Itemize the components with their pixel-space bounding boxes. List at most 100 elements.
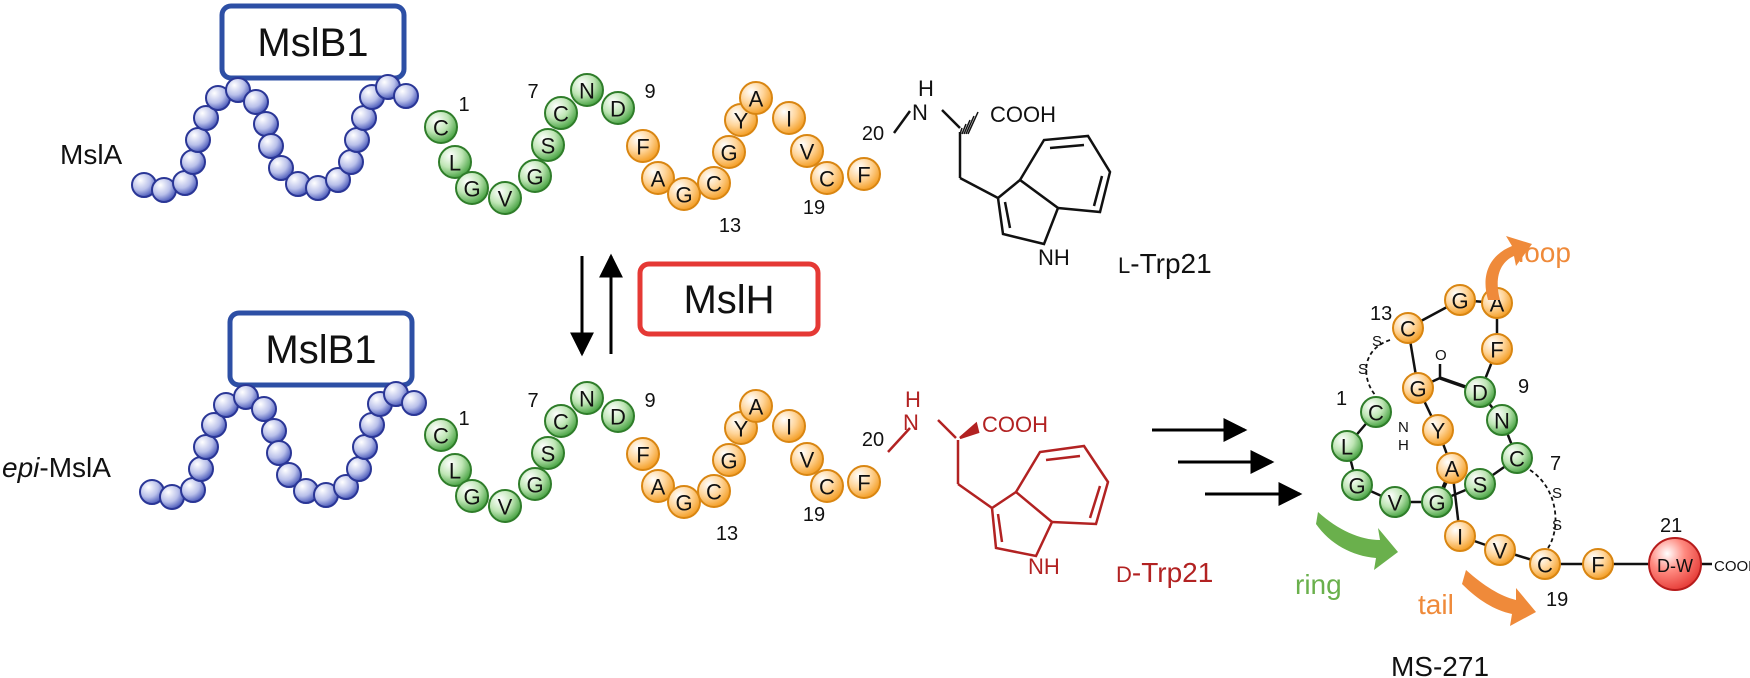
ms271-residue-5-letter: G [1428, 491, 1445, 516]
leader-top-bead-11 [258, 133, 284, 159]
core-top-residue-6: S [531, 128, 565, 162]
ms271-residue-13: C [1392, 312, 1424, 344]
core-top-residue-6-letter: S [541, 134, 556, 159]
core-top-residue-2: L [438, 145, 472, 179]
ms271-residue-18: V [1484, 534, 1516, 566]
core-bottom-residue-16: A [739, 389, 773, 423]
ms271-residue-16-letter: A [1445, 457, 1460, 482]
leader-top-bead-15 [325, 167, 351, 193]
mslb1-top-box: MslB1 [219, 3, 407, 81]
core-bottom-residue-20: F [847, 465, 881, 499]
ms271-residue-12: G [1444, 284, 1476, 316]
leader-bottom-bead-11 [266, 440, 292, 466]
core-bottom-residue-18-letter: V [800, 448, 815, 473]
num-7-top: 7 [527, 81, 538, 103]
core-bottom-residue-1-letter: C [433, 424, 449, 449]
core-bottom-residue-10: F [626, 437, 660, 471]
core-bottom-residue-17-letter: I [786, 415, 792, 440]
leader-bottom-bead-17 [352, 434, 378, 460]
ms271-residue-6: S [1464, 468, 1496, 500]
core-top-residue-20: F [847, 157, 881, 191]
ms271-num-19: 19 [1546, 589, 1568, 611]
l-trp-n-label: N [912, 100, 928, 125]
core-top-residue-13: C [697, 166, 731, 200]
ms271-residue-8-letter: N [1494, 409, 1510, 434]
loop-arrow [1485, 236, 1532, 300]
core-bottom-residue-19: C [810, 469, 844, 503]
epi-msla-label: epi-MslA [2, 452, 111, 483]
leader-top-bead-10 [253, 111, 279, 137]
ms271-residue-19: C [1529, 548, 1561, 580]
core-bottom-residue-4: V [488, 489, 522, 523]
ms271-s3: S [1552, 485, 1562, 502]
core-bottom-residue-15-letter: Y [734, 417, 749, 442]
core-top-residue-7-letter: C [553, 102, 569, 127]
ms271-residue-18-letter: V [1493, 539, 1508, 564]
num-1-top: 1 [458, 94, 469, 116]
ms271-num-7: 7 [1550, 453, 1561, 475]
core-top-residue-3-letter: G [463, 177, 480, 202]
ms271-residue-3: G [1341, 469, 1373, 501]
core-top-residue-2-letter: L [449, 151, 461, 176]
core-top-residue-14: G [712, 135, 746, 169]
ms271-residue-4-letter: V [1388, 491, 1403, 516]
leader-bottom-bead-10 [261, 418, 287, 444]
num-1-bottom: 1 [458, 408, 469, 430]
ms271-residue-17: I [1444, 520, 1476, 552]
ms271-n: N [1398, 419, 1409, 436]
core-top-residue-18: V [790, 134, 824, 168]
ms271-residue-9-letter: D [1472, 381, 1488, 406]
leader-top-bead-8 [225, 77, 251, 103]
mslb1-bottom-box: MslB1 [227, 310, 415, 388]
leader-bottom-bead-8 [233, 384, 259, 410]
ms271-residue-16: A [1436, 452, 1468, 484]
num-20-top: 20 [862, 123, 884, 145]
mslh-box: MslH [637, 261, 821, 337]
ms271-o: O [1435, 347, 1447, 364]
core-bottom-residue-16-letter: A [749, 395, 764, 420]
leader-top-bead-9 [243, 89, 269, 115]
ms271-residue-1: C [1360, 396, 1392, 428]
core-bottom-residue-3-letter: G [463, 485, 480, 510]
core-top-residue-17: I [772, 101, 806, 135]
ms271-s2: S [1358, 361, 1368, 378]
core-top-residue-12: G [667, 177, 701, 211]
ms271-residue-5: G [1421, 486, 1453, 518]
ms271-dtrp21: D-W [1648, 537, 1702, 591]
leader-bottom-bead-15 [333, 474, 359, 500]
core-top-residue-20-letter: F [857, 163, 870, 188]
ring-arrow [1316, 512, 1398, 570]
ms271-num-9: 9 [1518, 376, 1529, 398]
leader-top-bead-5 [185, 127, 211, 153]
core-bottom-residue-3: G [455, 479, 489, 513]
core-bottom-residue-1: C [424, 418, 458, 452]
ms271-residue-12-letter: G [1451, 289, 1468, 314]
core-top-residue-17-letter: I [786, 107, 792, 132]
core-top-residue-10: F [626, 129, 660, 163]
ms271-residue-20: F [1582, 548, 1614, 580]
core-bottom-residue-14: G [712, 443, 746, 477]
d-trp-structure [887, 419, 1110, 558]
ms271-residue-6-letter: S [1473, 473, 1488, 498]
ms271-residue-13-letter: C [1400, 317, 1416, 342]
leader-bottom-bead-5 [193, 434, 219, 460]
core-bottom-residue-9: D [601, 399, 635, 433]
core-top-residue-8-letter: N [579, 79, 595, 104]
core-top-residue-8: N [570, 73, 604, 107]
ms271-num-21: 21 [1660, 515, 1682, 537]
ms271-num-1: 1 [1336, 388, 1347, 410]
l-trp-h-label: H [918, 76, 934, 101]
tail-label: tail [1418, 589, 1454, 620]
core-top-residue-9-letter: D [610, 97, 626, 122]
ms271-residue-9: D [1464, 376, 1496, 408]
ms271-residue-17-letter: I [1457, 525, 1463, 550]
core-top-residue-5: G [518, 159, 552, 193]
leader-top-bead-6 [193, 105, 219, 131]
ms271-residue-7: C [1501, 442, 1533, 474]
l-trp21-label: L-Trp21 [1118, 248, 1212, 279]
num-20-bottom: 20 [862, 429, 884, 451]
ms271-residue-8: N [1486, 404, 1518, 436]
core-bottom-residue-18: V [790, 442, 824, 476]
core-bottom-residue-2: L [438, 453, 472, 487]
